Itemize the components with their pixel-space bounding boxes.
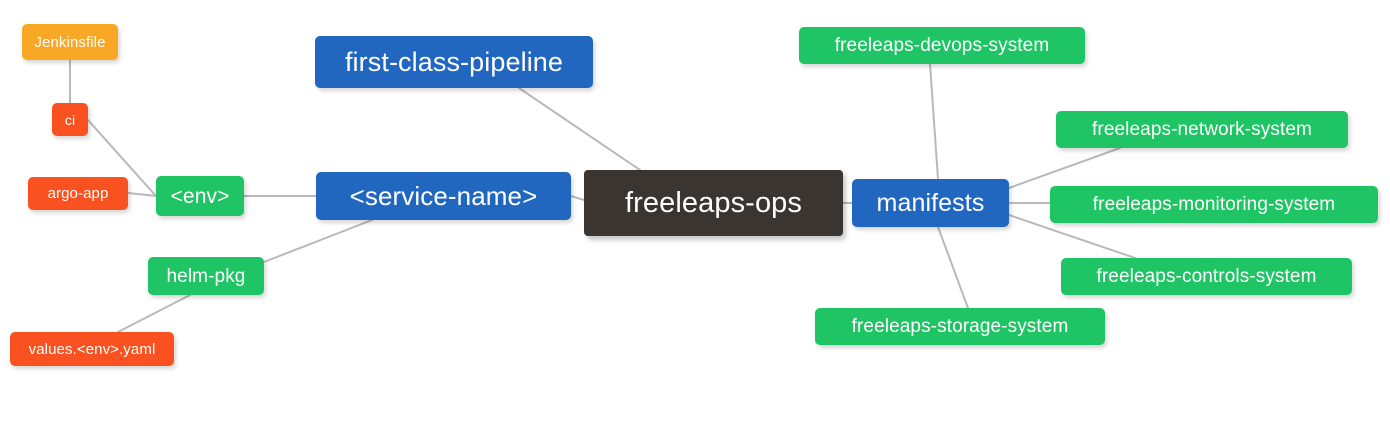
node-label: Jenkinsfile [34,33,106,51]
node-storage-system[interactable]: freeleaps-storage-system [815,308,1105,345]
edge-argo-app-to-env [127,192,157,197]
edge-manifests-to-storage-system [937,226,969,309]
node-first-class-pipeline[interactable]: first-class-pipeline [315,36,593,88]
node-label: freeleaps-storage-system [851,316,1069,337]
node-label: freeleaps-controls-system [1096,266,1317,287]
node-manifests[interactable]: manifests [852,179,1009,227]
node-label: <env> [170,184,230,208]
node-argo-app[interactable]: argo-app [28,177,128,210]
node-label: <service-name> [349,181,538,211]
node-label: freeleaps-monitoring-system [1092,194,1336,215]
node-freeleaps-ops[interactable]: freeleaps-ops [584,170,843,236]
node-env[interactable]: <env> [156,176,244,216]
node-label: ci [64,111,76,128]
node-label: argo-app [47,185,109,202]
node-label: first-class-pipeline [344,46,564,77]
node-label: freeleaps-ops [624,186,802,219]
edge-values-yaml-to-helm-pkg [117,294,191,333]
node-label: values.<env>.yaml [28,340,156,358]
edge-manifests-to-network-system [1008,147,1121,189]
node-label: freeleaps-devops-system [834,35,1050,56]
edge-manifests-to-devops-system [929,63,939,180]
node-jenkinsfile[interactable]: Jenkinsfile [22,24,118,60]
node-label: manifests [876,188,985,217]
edge-service-name-to-freeleaps-ops [570,195,585,201]
node-label: freeleaps-network-system [1092,119,1312,140]
node-helm-pkg[interactable]: helm-pkg [148,257,264,295]
node-values-yaml[interactable]: values.<env>.yaml [10,332,174,366]
edge-helm-pkg-to-service-name [263,219,373,263]
edge-first-class-pipeline-to-freeleaps-ops [518,87,641,171]
node-label: helm-pkg [166,265,246,287]
node-devops-system[interactable]: freeleaps-devops-system [799,27,1085,64]
node-network-system[interactable]: freeleaps-network-system [1056,111,1348,148]
node-service-name[interactable]: <service-name> [316,172,571,220]
node-monitoring-system[interactable]: freeleaps-monitoring-system [1050,186,1378,223]
node-ci[interactable]: ci [52,103,88,136]
node-controls-system[interactable]: freeleaps-controls-system [1061,258,1352,295]
